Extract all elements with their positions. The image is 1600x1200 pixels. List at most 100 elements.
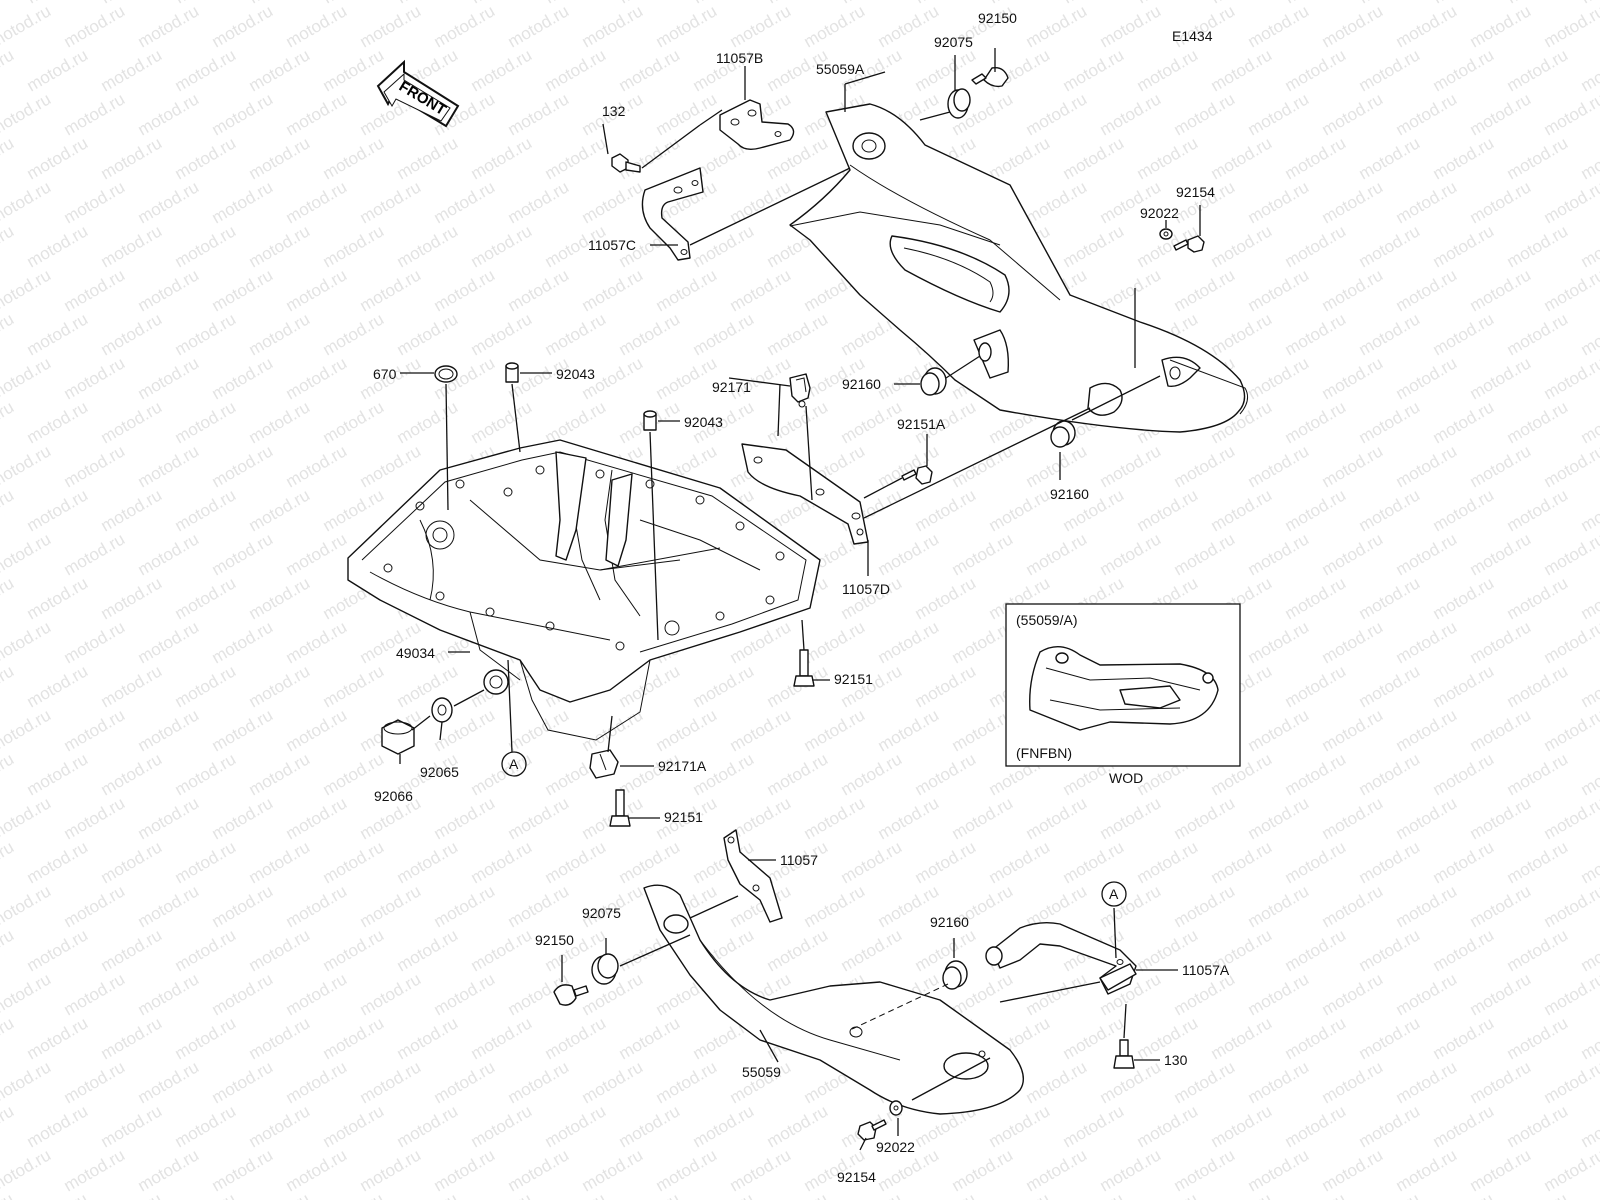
watermark-text: motod.ru <box>0 397 17 447</box>
watermark-text: motod.ru <box>98 397 166 447</box>
watermark-text: motod.ru <box>505 89 573 139</box>
callout-55059: 55059 <box>742 1064 781 1080</box>
watermark-text: motod.ru <box>172 925 240 975</box>
watermark-text: motod.ru <box>838 397 906 447</box>
watermark-text: motod.ru <box>172 221 240 271</box>
watermark-text: motod.ru <box>172 749 240 799</box>
watermark-text: motod.ru <box>320 309 388 359</box>
watermark-text: motod.ru <box>1356 837 1424 887</box>
watermark-text: motod.ru <box>1282 661 1350 711</box>
watermark-text: motod.ru <box>98 0 166 7</box>
watermark-text: motod.ru <box>838 0 906 7</box>
watermark-text: motod.ru <box>1208 133 1276 183</box>
watermark-text: motod.ru <box>1134 837 1202 887</box>
watermark-text: motod.ru <box>579 265 647 315</box>
inset-top-text: (55059/A) <box>1016 612 1077 628</box>
watermark-text: motod.ru <box>320 397 388 447</box>
watermark-text: motod.ru <box>1578 837 1600 887</box>
watermark-text: motod.ru <box>616 0 684 7</box>
callout-92151-a: 92151 <box>834 671 873 687</box>
watermark-text: motod.ru <box>616 1189 684 1200</box>
bracket-11057A <box>985 921 1137 995</box>
watermark-text: motod.ru <box>653 353 721 403</box>
watermark-text: motod.ru <box>764 1101 832 1151</box>
watermark-text: motod.ru <box>61 441 129 491</box>
watermark-text: motod.ru <box>172 1101 240 1151</box>
callout-92151-b: 92151 <box>664 809 703 825</box>
watermark-text: motod.ru <box>0 0 17 7</box>
watermark-text: motod.ru <box>0 925 17 975</box>
ref-circle-a2: A <box>1101 881 1127 907</box>
bolt-92150-bot <box>553 984 589 1006</box>
callout-11057C: 11057C <box>588 237 636 253</box>
watermark-text: motod.ru <box>1245 1145 1313 1195</box>
watermark-text: motod.ru <box>246 485 314 535</box>
watermark-text: motod.ru <box>1097 793 1165 843</box>
watermark-text: motod.ru <box>505 881 573 931</box>
watermark-text: motod.ru <box>1504 661 1572 711</box>
watermark-text: motod.ru <box>320 133 388 183</box>
watermark-text: motod.ru <box>1097 529 1165 579</box>
watermark-text: motod.ru <box>431 265 499 315</box>
watermark-text: motod.ru <box>1467 793 1535 843</box>
watermark-text: motod.ru <box>283 1 351 51</box>
watermark-text: motod.ru <box>1282 925 1350 975</box>
watermark-text: motod.ru <box>24 1101 92 1151</box>
watermark-text: motod.ru <box>172 485 240 535</box>
watermark-text: motod.ru <box>394 925 462 975</box>
watermark-text: motod.ru <box>505 1057 573 1107</box>
watermark-text: motod.ru <box>172 133 240 183</box>
watermark-text: motod.ru <box>468 45 536 95</box>
watermark-text: motod.ru <box>135 881 203 931</box>
watermark-text: motod.ru <box>135 1057 203 1107</box>
watermark-text: motod.ru <box>1282 1013 1350 1063</box>
watermark-text: motod.ru <box>912 749 980 799</box>
callout-132: 132 <box>602 103 626 119</box>
watermark-text: motod.ru <box>394 309 462 359</box>
watermark-text: motod.ru <box>1578 573 1600 623</box>
watermark-text: motod.ru <box>1393 89 1461 139</box>
watermark-text: motod.ru <box>1097 265 1165 315</box>
watermark-text: motod.ru <box>690 749 758 799</box>
watermark-text: motod.ru <box>1023 89 1091 139</box>
watermark-text: motod.ru <box>1319 441 1387 491</box>
watermark-text: motod.ru <box>172 397 240 447</box>
watermark-text: motod.ru <box>24 749 92 799</box>
watermark-text: motod.ru <box>1467 617 1535 667</box>
watermark-text: motod.ru <box>949 793 1017 843</box>
watermark-text: motod.ru <box>468 0 536 7</box>
watermark-text: motod.ru <box>24 1013 92 1063</box>
watermark-text: motod.ru <box>1319 969 1387 1019</box>
watermark-text: motod.ru <box>1578 1189 1600 1200</box>
watermark-text: motod.ru <box>320 837 388 887</box>
watermark-text: motod.ru <box>1060 221 1128 271</box>
washer-92065 <box>431 697 453 723</box>
watermark-text: motod.ru <box>1097 1145 1165 1195</box>
watermark-text: motod.ru <box>1356 749 1424 799</box>
grommet-92160-bot <box>942 960 968 990</box>
watermark-text: motod.ru <box>357 969 425 1019</box>
watermark-text: motod.ru <box>0 353 54 403</box>
watermark-text: motod.ru <box>283 617 351 667</box>
watermark-text: motod.ru <box>1171 529 1239 579</box>
watermark-text: motod.ru <box>1319 529 1387 579</box>
watermark-text: motod.ru <box>616 1013 684 1063</box>
watermark-text: motod.ru <box>98 925 166 975</box>
grommet-92075-bot <box>591 953 619 985</box>
watermark-text: motod.ru <box>579 1145 647 1195</box>
watermark-text: motod.ru <box>1245 793 1313 843</box>
watermark-text: motod.ru <box>209 89 277 139</box>
watermark-text: motod.ru <box>1578 1013 1600 1063</box>
watermark-text: motod.ru <box>1430 837 1498 887</box>
watermark-text: motod.ru <box>0 1 54 51</box>
watermark-text: motod.ru <box>1467 969 1535 1019</box>
watermark-text: motod.ru <box>1282 0 1350 7</box>
watermark-text: motod.ru <box>653 89 721 139</box>
watermark-text: motod.ru <box>61 265 129 315</box>
watermark-text: motod.ru <box>1541 881 1600 931</box>
watermark-text: motod.ru <box>1430 133 1498 183</box>
watermark-text: motod.ru <box>1319 793 1387 843</box>
watermark-text: motod.ru <box>98 749 166 799</box>
watermark-text: motod.ru <box>209 793 277 843</box>
watermark-text: motod.ru <box>542 1101 610 1151</box>
